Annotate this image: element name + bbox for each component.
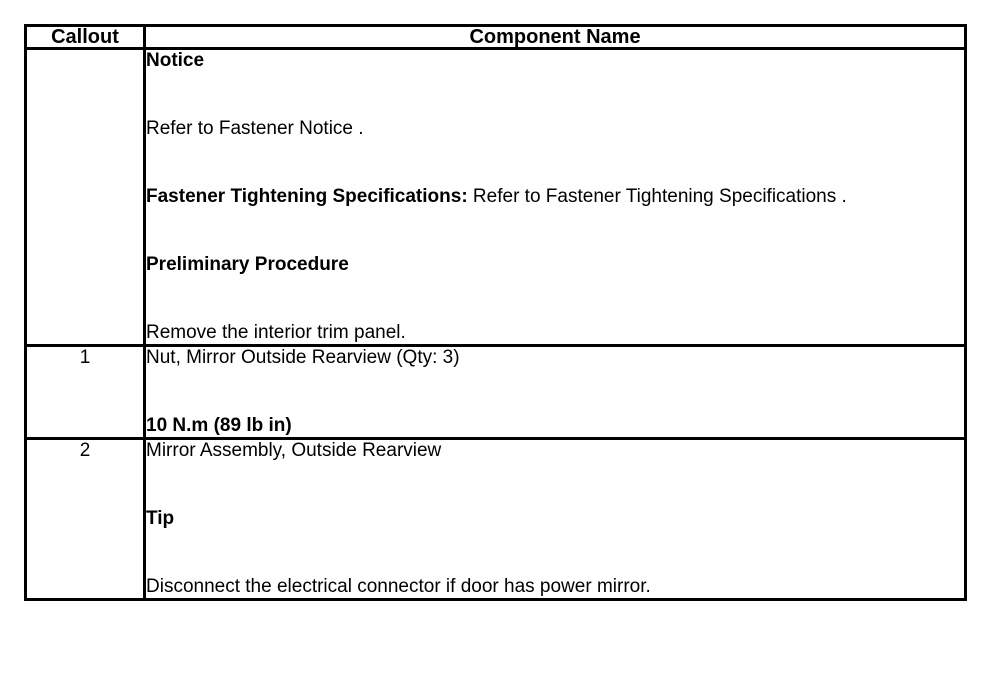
preliminary-procedure-step: Remove the interior trim panel. [146,322,964,344]
notice-block: Notice Refer to Fastener Notice . Fasten… [143,47,967,347]
fastener-notice-text: Refer to Fastener Notice . [146,118,364,139]
notice-heading: Notice [146,50,964,72]
preliminary-procedure-label: Preliminary Procedure [146,254,349,275]
tip-text-2-body: Disconnect the electrical connector if d… [146,576,651,597]
table-row-callout-2: 2 Mirror Assembly, Outside Rearview Tip … [24,437,967,601]
tip-heading-2: Tip [146,508,964,530]
fastener-notice-line: Refer to Fastener Notice . [146,118,964,140]
parts-table: Callout Component Name Notice Refer to F… [24,24,967,601]
column-header-component-name: Component Name [143,24,967,50]
fastener-spec-line: Fastener Tightening Specifications: Refe… [146,186,964,208]
component-name-2-text: Mirror Assembly, Outside Rearview [146,440,442,461]
component-name-1-text: Nut, Mirror Outside Rearview (Qty: 3) [146,347,460,368]
table-row-notice: Notice Refer to Fastener Notice . Fasten… [24,47,967,347]
callout-value-1: 1 [24,344,146,440]
column-header-callout: Callout [24,24,146,50]
component-name-2: Mirror Assembly, Outside Rearview [146,440,964,462]
table-header-row: Callout Component Name [24,24,967,50]
torque-spec-1: 10 N.m (89 lb in) [146,415,964,437]
tip-text-2: Disconnect the electrical connector if d… [146,576,964,598]
tip-label-2: Tip [146,508,175,529]
table-row-callout-1: 1 Nut, Mirror Outside Rearview (Qty: 3) … [24,344,967,440]
torque-spec-1-value: 10 N.m (89 lb in) [146,415,292,436]
component-block-2: Mirror Assembly, Outside Rearview Tip Di… [143,437,967,601]
callout-value-2: 2 [24,437,146,601]
fastener-spec-text: Refer to Fastener Tightening Specificati… [467,186,847,207]
preliminary-step-text: Remove the interior trim panel. [146,322,406,343]
callout-value-notice [24,47,146,347]
component-block-1: Nut, Mirror Outside Rearview (Qty: 3) 10… [143,344,967,440]
component-name-1: Nut, Mirror Outside Rearview (Qty: 3) [146,347,964,369]
fastener-spec-label: Fastener Tightening Specifications: [146,186,468,207]
notice-heading-text: Notice [146,50,205,71]
preliminary-procedure-heading: Preliminary Procedure [146,254,964,276]
